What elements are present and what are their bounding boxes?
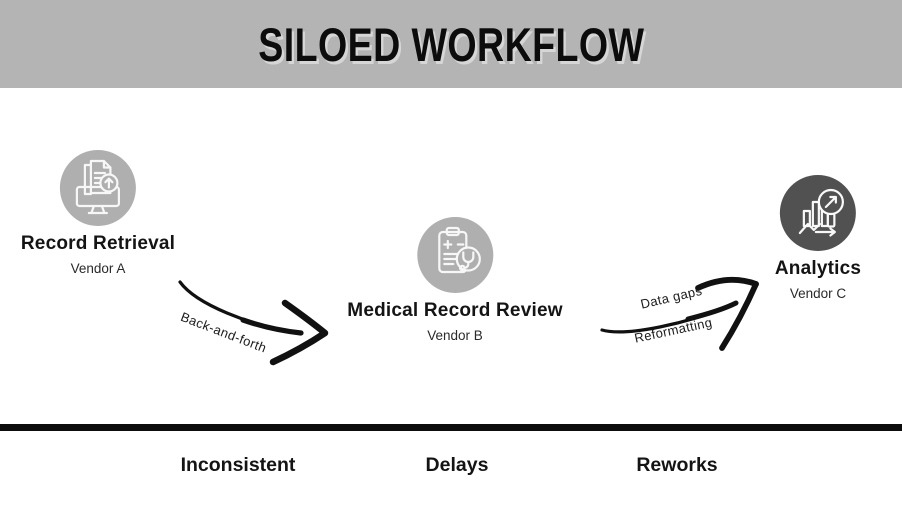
stage-vendor-a: Vendor A [70,261,126,276]
clipboard-stethoscope-icon [437,226,481,274]
stage-analytics: Analytics Vendor C [775,175,861,301]
footer-divider [0,424,902,431]
issue-inconsistent: Inconsistent [180,454,296,476]
documents-upload-monitor-icon [75,159,121,215]
stage-vendor-b: Vendor B [427,328,483,343]
issue-delays: Delays [425,454,489,476]
chart-magnifier-icon [798,188,845,237]
stage-title-medical-record-review: Medical Record Review [347,300,563,321]
medical-record-review-icon-circle [416,217,493,293]
arrow-back-and-forth [178,280,329,366]
record-retrieval-icon-circle [60,150,136,226]
stage-title-analytics: Analytics [774,258,862,279]
header-banner: SILOED WORKFLOW [0,0,902,88]
page-title: SILOED WORKFLOW [257,17,645,71]
stage-medical-record-review: Medical Record Review Vendor B [347,217,562,343]
stage-title-record-retrieval: Record Retrieval [20,233,176,254]
issue-reworks: Reworks [636,454,718,476]
analytics-icon-circle [780,175,856,251]
arrow-data-gaps-reformatting [600,276,759,351]
stage-vendor-c: Vendor C [789,286,847,301]
stage-record-retrieval: Record Retrieval Vendor A [21,150,175,276]
